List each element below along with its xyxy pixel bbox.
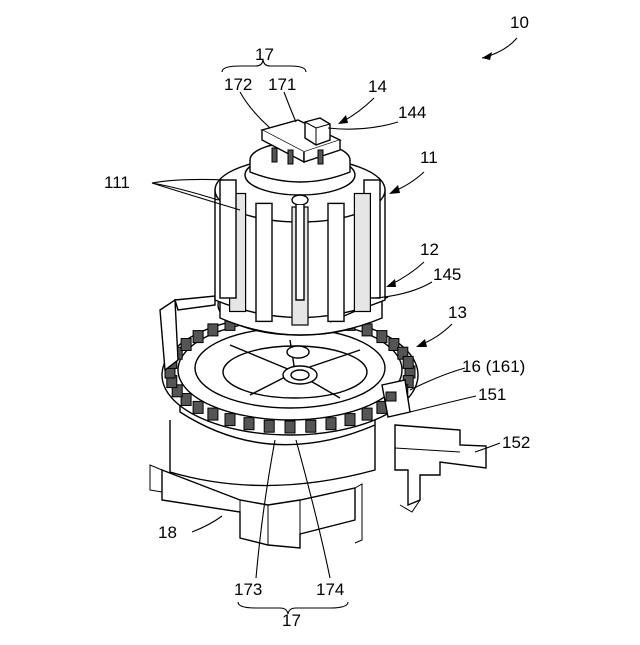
label-10: 10 — [510, 13, 529, 32]
label-111: 111 — [104, 173, 130, 192]
stator-tooth — [220, 180, 236, 298]
top-board-and-connector — [250, 118, 350, 182]
stator-tooth — [256, 203, 272, 321]
stator-tooth — [354, 194, 370, 312]
bracket-151-152 — [382, 380, 486, 512]
coil-segment — [208, 408, 218, 420]
coil-segment — [193, 401, 203, 413]
coil-segment — [362, 324, 372, 336]
coil-segment — [208, 324, 218, 336]
label-16: 16 (161) — [462, 357, 525, 376]
label-152: 152 — [502, 433, 530, 452]
coil-segment — [345, 414, 355, 426]
label-172: 172 — [224, 75, 252, 94]
label-17-bottom: 17 — [282, 611, 301, 630]
label-11: 11 — [420, 148, 438, 167]
coil-segment — [193, 331, 203, 343]
coil-segment — [225, 414, 235, 426]
coil-segment — [403, 356, 413, 368]
coil-segment — [285, 421, 295, 433]
label-171: 171 — [268, 75, 296, 94]
label-14: 14 — [368, 77, 387, 96]
coil-segment — [264, 420, 274, 432]
coil-segment — [377, 331, 387, 343]
label-173: 173 — [234, 580, 262, 599]
label-145: 145 — [433, 265, 461, 284]
label-18: 18 — [158, 523, 177, 542]
coil-segment — [362, 408, 372, 420]
label-174: 174 — [316, 580, 344, 599]
label-151: 151 — [478, 385, 506, 404]
label-13: 13 — [448, 303, 467, 322]
label-144: 144 — [398, 103, 426, 122]
label-12: 12 — [420, 240, 439, 259]
stator-tooth — [328, 203, 344, 321]
coil-segment — [181, 339, 191, 351]
coil-segment — [326, 418, 336, 430]
coil-segment — [306, 420, 316, 432]
label-17-top: 17 — [255, 45, 274, 64]
coil-segment — [244, 418, 254, 430]
